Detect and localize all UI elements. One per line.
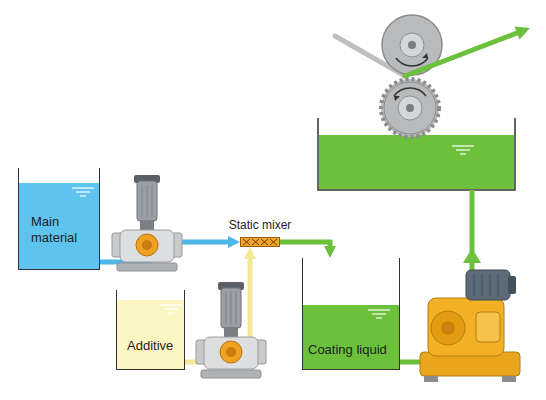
liquid — [117, 300, 184, 369]
level-mark — [159, 304, 183, 316]
coating-pump — [420, 270, 520, 382]
tank: Coating liquid — [302, 258, 400, 370]
tank-label: Additive — [127, 338, 173, 354]
level-mark — [71, 187, 95, 199]
tank-label: Main material — [31, 214, 93, 245]
part-label: Static mixer — [229, 218, 292, 232]
tank: Main material — [18, 168, 100, 270]
tank: Additive — [116, 290, 185, 370]
static-mixer: Static mixer — [240, 237, 280, 247]
mixer-element — [241, 238, 279, 246]
level-mark — [367, 309, 391, 321]
liquid — [303, 305, 399, 369]
tank-label: Coating liquid — [308, 342, 387, 358]
coated-web — [405, 27, 530, 77]
flow-line — [280, 242, 330, 253]
main-pump — [112, 175, 182, 271]
lower-roller — [381, 79, 439, 137]
additive-pump — [196, 282, 266, 378]
